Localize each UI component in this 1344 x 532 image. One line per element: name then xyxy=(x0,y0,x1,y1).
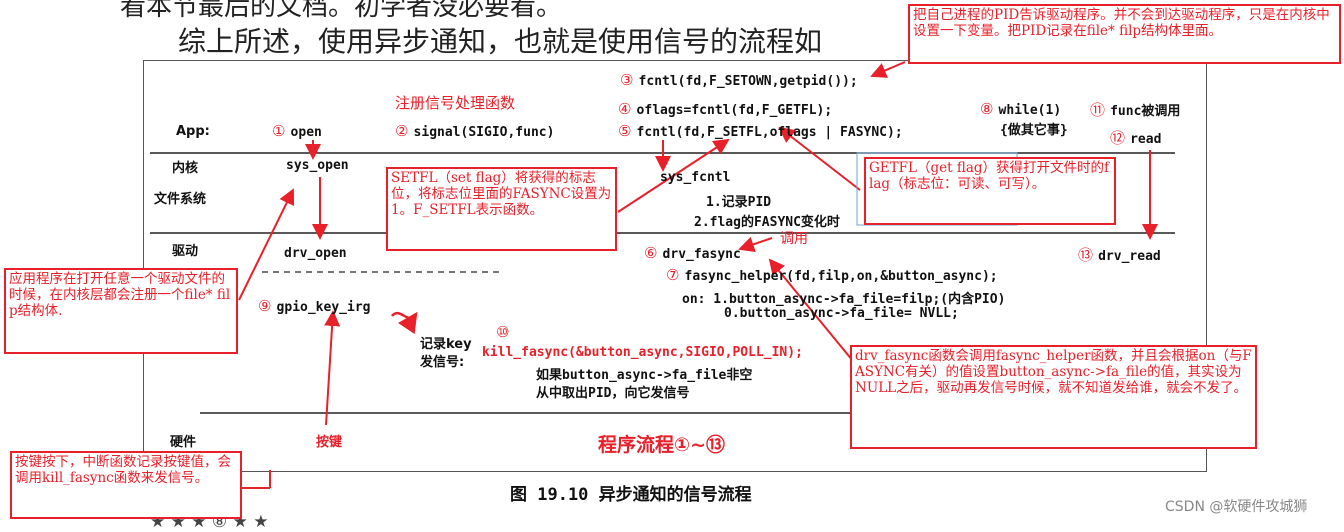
gpio-key-irq: gpio_key_irg xyxy=(276,300,371,315)
step-9-number: ⑨ xyxy=(258,297,272,315)
step-gpio-irq: ⑨ gpio_key_irg xyxy=(258,296,370,315)
step-drv-fasync: ⑥ drv_fasync xyxy=(644,243,741,262)
layer-driver: 驱动 xyxy=(172,244,199,259)
note-getfl: GETFL（get flag）获得打开文件时的flag（标志位：可读、可写）。 xyxy=(864,157,1116,225)
note-app-open: 应用程序在打开任意一个驱动文件的时候，在内核层都会注册一个file* filp结… xyxy=(4,268,238,354)
note-drv-fasync: drv_fasync函数会调用fasync_helper函数，并且会根据on（与… xyxy=(850,345,1257,449)
sys-open: sys_open xyxy=(286,158,349,173)
figure-caption: 图 19.10 异步通知的信号流程 xyxy=(510,485,752,505)
key-label: 按键 xyxy=(316,435,343,450)
step-setfl: ⑤ fcntl(fd,F_SETFL,oflags | FASYNC); xyxy=(618,121,903,140)
kill-fasync-call: kill_fasync(&button_async,SIGIO,POLL_IN)… xyxy=(482,345,803,360)
step-fasync-helper: ⑦ fasync_helper(fd,filp,on,&button_async… xyxy=(666,265,998,284)
step-while: ⑧ while(1) xyxy=(980,99,1061,118)
top-text-line1: 看本节最后的文档。初学者没必要看。 xyxy=(120,0,563,22)
step-10-number: ⑩ xyxy=(496,323,510,341)
note-setfl: SETFL（set flag）将获得的标志位，将标志位里面的FASYNC设置为1… xyxy=(386,167,617,251)
func-called: func被调用 xyxy=(1110,104,1181,119)
flag-change: 2.flag的FASYNC变化时 xyxy=(694,215,840,230)
off-line: 0.button_async->fa_file= NVLL; xyxy=(724,306,959,321)
read-call: read xyxy=(1130,132,1162,147)
step-setown: ③ fcntl(fd,F_SETOWN,getpid()); xyxy=(620,70,858,89)
step-2-number: ② xyxy=(395,122,409,140)
drv-fasync: drv_fasync xyxy=(662,247,741,262)
step-11-number: ⑪ xyxy=(1090,101,1106,119)
sys-fcntl: sys_fcntl xyxy=(660,170,731,185)
watermark: CSDN @软硬件攻城狮 xyxy=(1165,499,1308,515)
step-4-number: ④ xyxy=(618,100,632,118)
step-1-number: ① xyxy=(272,122,286,140)
record-pid: 1.记录PID xyxy=(706,195,772,210)
fcntl-setown: fcntl(fd,F_SETOWN,getpid()); xyxy=(638,74,858,89)
note-key-press: 按键按下，中断函数记录按键值，会调用kill_fasync函数来发信号。 xyxy=(10,451,242,519)
step-6-number: ⑥ xyxy=(644,244,658,262)
while-loop: while(1) xyxy=(998,103,1062,118)
top-text-line2: 综上所述，使用异步通知，也就是使用信号的流程如 xyxy=(178,25,823,58)
step-drv-read: ⑬ drv_read xyxy=(1078,244,1161,265)
step-7-number: ⑦ xyxy=(666,266,680,284)
step-getfl: ④ oflags=fcntl(fd,F_GETFL); xyxy=(618,99,832,118)
step-read: ⑫ read xyxy=(1110,127,1161,148)
on-line: on: 1.button_async->fa_file=filp;(内含PIO) xyxy=(682,292,1006,307)
note-setown: 把自己进程的PID告诉驱动程序。并不会到达驱动程序，只是在内核中设置一下变量。把… xyxy=(908,4,1341,64)
flow-label: 程序流程①~⑬ xyxy=(598,434,726,456)
step-5-number: ⑤ xyxy=(618,122,632,140)
fasync-helper-call: fasync_helper(fd,filp,on,&button_async); xyxy=(684,269,998,284)
layer-hardware: 硬件 xyxy=(170,435,197,450)
step-open: ① open xyxy=(272,121,322,140)
if-fa-file-nonempty: 如果button_async->fa_file非空 xyxy=(536,368,753,383)
layer-kernel: 内核 xyxy=(172,161,199,176)
step-13-number: ⑬ xyxy=(1078,246,1094,264)
step-8-number: ⑧ xyxy=(980,100,994,118)
step-3-number: ③ xyxy=(620,71,634,89)
fcntl-setfl: fcntl(fd,F_SETFL,oflags | FASYNC); xyxy=(636,125,903,140)
signal-call: signal(SIGIO,func) xyxy=(413,125,555,140)
send-signal-label: 发信号: xyxy=(420,355,465,370)
register-handler-label: 注册信号处理函数 xyxy=(395,94,516,112)
layer-fs: 文件系统 xyxy=(154,192,207,207)
take-pid-send: 从中取出PID，向它发信号 xyxy=(536,386,690,401)
open-call: open xyxy=(290,125,322,140)
fcntl-getfl: oflags=fcntl(fd,F_GETFL); xyxy=(636,103,833,118)
call-label: 调用 xyxy=(780,231,808,247)
layer-app: App: xyxy=(176,124,210,139)
step-signal: ② signal(SIGIO,func) xyxy=(395,121,554,140)
do-other-things: {做其它事} xyxy=(1000,123,1068,138)
figure-frame xyxy=(143,60,1207,472)
drv-open: drv_open xyxy=(284,246,347,261)
step-func-called: ⑪ func被调用 xyxy=(1090,99,1180,120)
record-key-label: 记录key xyxy=(420,337,472,352)
step-12-number: ⑫ xyxy=(1110,129,1126,147)
drv-read: drv_read xyxy=(1098,249,1161,264)
